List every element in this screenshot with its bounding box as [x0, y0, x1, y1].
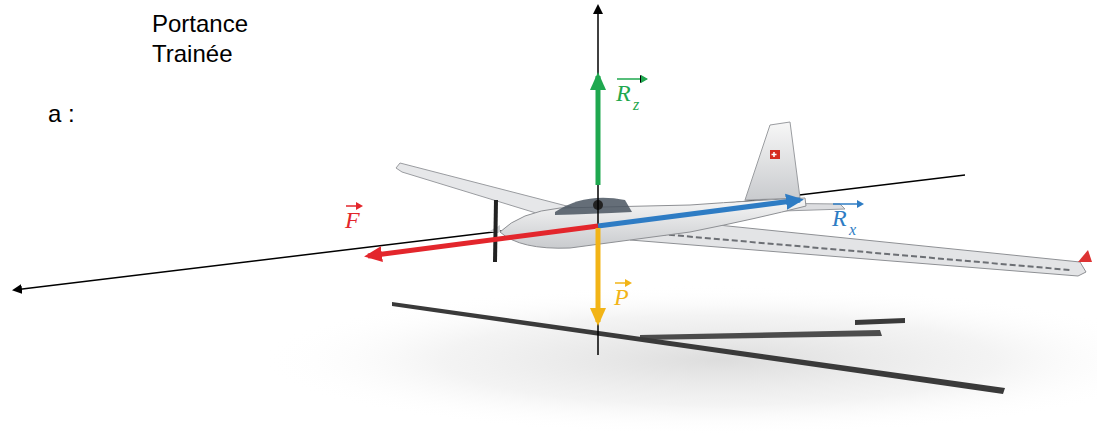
- vector-symbol: P: [614, 284, 629, 312]
- term-label: Portance: [152, 10, 248, 38]
- vector-symbol: R: [832, 205, 847, 233]
- vector-subscript: z: [633, 96, 639, 114]
- vector-symbol: R: [616, 80, 631, 108]
- airplane: [396, 122, 1092, 276]
- vector-subscript: x: [849, 221, 856, 239]
- term-label: Trainée: [152, 40, 232, 68]
- intro-text: a :: [48, 100, 75, 128]
- vector-symbol: F: [345, 207, 360, 235]
